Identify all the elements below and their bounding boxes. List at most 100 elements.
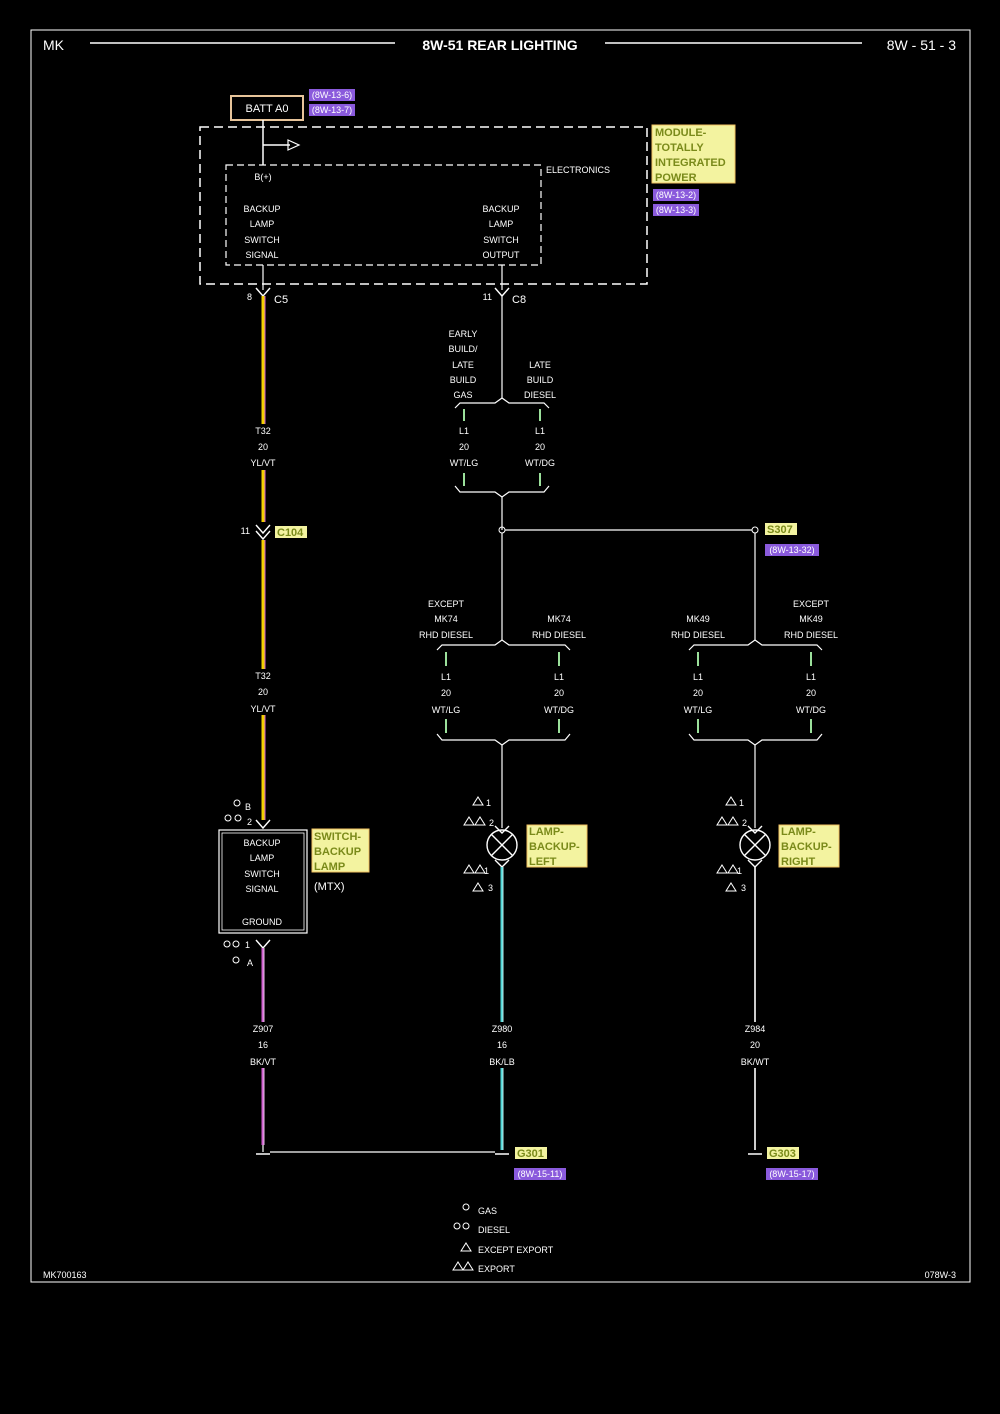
branch-early-2: BUILD/ [448,344,478,354]
lamp-left-name-3: LEFT [529,856,557,868]
g301-ref-bg [514,1168,566,1180]
mk74-2: RHD DIESEL [532,630,586,640]
branch-early-1: EARLY [449,329,478,339]
left-a-gauge: 20 [441,688,451,698]
module-name-3: INTEGRATED [655,157,726,169]
lamp-left-name-bg [526,824,588,868]
electronics-label: ELECTRONICS [546,165,610,175]
module-name-1: MODULE- [655,127,707,139]
branch-early-5: GAS [453,390,472,400]
l1-diesel-color: WT/DG [525,458,555,468]
switch-pin-label-4: SIGNAL [245,884,278,894]
lamp-right-pin-1b: 1 [737,866,742,876]
switch-body [218,829,308,934]
batt-ref-2: (8W-13-7) [312,105,352,115]
switch-pin-a: A [247,958,253,968]
legend-except-export-icon [460,1242,472,1252]
lamp-left-except-export-b-icon [472,882,484,892]
t32-lower-label-bg [245,669,281,715]
z907-gauge: 16 [258,1040,268,1050]
lamp-left-pin-3: 3 [488,883,493,893]
t32-lower-color: YL/VT [250,704,276,714]
switch-bottom-connector-icon [255,939,271,950]
lamp-right-name-2: BACKUP- [781,841,832,853]
g301-name: G301 [517,1148,544,1160]
module-left-pin-2: LAMP [250,219,275,229]
s307-name: S307 [767,524,793,536]
lamp-right-pin-3: 3 [741,883,746,893]
switch-name-3: LAMP [314,861,345,873]
legend-diesel-icon-a [453,1222,461,1230]
module-name-2: TOTALLY [655,142,704,154]
left-merge-bracket [436,733,571,746]
branch-early-3: LATE [452,360,474,370]
z984-label-bg [735,1022,775,1068]
mk74-1: MK74 [547,614,571,624]
c104-pin: 11 [241,526,250,536]
lamp-right-name-3: RIGHT [781,856,816,868]
lamp-right-top-connector-icon [747,825,763,834]
lamp-left-export-b-icon [474,816,486,826]
module-right-pin-3: SWITCH [483,235,519,245]
legend-export: EXPORT [478,1264,515,1274]
lamp-left-pin-2: 2 [489,818,494,828]
electronics-outline [225,164,542,266]
module-left-pin-3: SWITCH [244,235,280,245]
module-ref-2-bg [653,204,699,216]
lamp-right-export-d-icon [727,864,739,874]
switch-top-connector-icon [255,819,271,830]
switch-diesel-marker-c-icon [223,940,231,948]
switch-gas-marker-b-icon [232,956,240,964]
batt-a0-box [230,95,304,121]
lamp-left-export-c-icon [463,864,475,874]
lamp-left-pin-1b: 1 [484,866,489,876]
page-frame [30,29,971,1283]
module-name-4: POWER [655,172,697,184]
mk49-1: MK49 [686,614,710,624]
lamp-left-bulb-icon [486,829,518,861]
module-left-pin-1: BACKUP [243,204,280,214]
module-left-pin-4: SIGNAL [245,250,278,260]
left-b-color: WT/DG [544,705,574,715]
left-a-color: WT/LG [432,705,461,715]
g303-ref-bg [766,1168,818,1180]
switch-name-bg [311,828,370,873]
legend-export-icon-a [452,1261,464,1271]
right-a-circuit: L1 [693,672,703,682]
c104-name-bg [275,526,307,538]
legend-export-icon-b [462,1261,474,1271]
switch-diesel-marker-b-icon [234,814,242,822]
except-mk74-3: RHD DIESEL [419,630,473,640]
lamp-right-name-bg [778,824,840,868]
switch-note: (MTX) [314,881,345,893]
z980-circuit: Z980 [492,1024,513,1034]
g303-name-bg [767,1147,799,1159]
module-name-bg [651,124,736,184]
except-mk74-2: MK74 [434,614,458,624]
c5-pin: 8 [247,292,252,302]
lamp-left-export-d-icon [474,864,486,874]
lamp-right-name-1: LAMP- [781,826,816,838]
t32-lower-gauge: 20 [258,687,268,697]
batt-ref-1: (8W-13-6) [312,90,352,100]
lamp-right-pin-1a: 1 [739,798,744,808]
except-mk49-2: MK49 [799,614,823,624]
l1-gas-circuit: L1 [459,426,469,436]
left-b-gauge: 20 [554,688,564,698]
z907-circuit: Z907 [253,1024,274,1034]
lamp-right-bottom-connector-icon [747,859,763,868]
bplus-label: B(+) [254,172,271,182]
lamp-right-export-b-icon [727,816,739,826]
branch-early-4: BUILD [450,375,477,385]
except-mk49-3: RHD DIESEL [784,630,838,640]
legend-except-export: EXCEPT EXPORT [478,1245,554,1255]
c8-pin: 11 [483,292,492,302]
lamp-right-export-a-icon [716,816,728,826]
lamp-left-export-a-icon [463,816,475,826]
t32-lower-circuit: T32 [255,671,271,681]
switch-gas-marker-icon [233,799,241,807]
footer-left-code: MK700163 [43,1270,87,1280]
lamp-left-cross-b [490,833,514,857]
left-split-bracket [436,639,571,651]
